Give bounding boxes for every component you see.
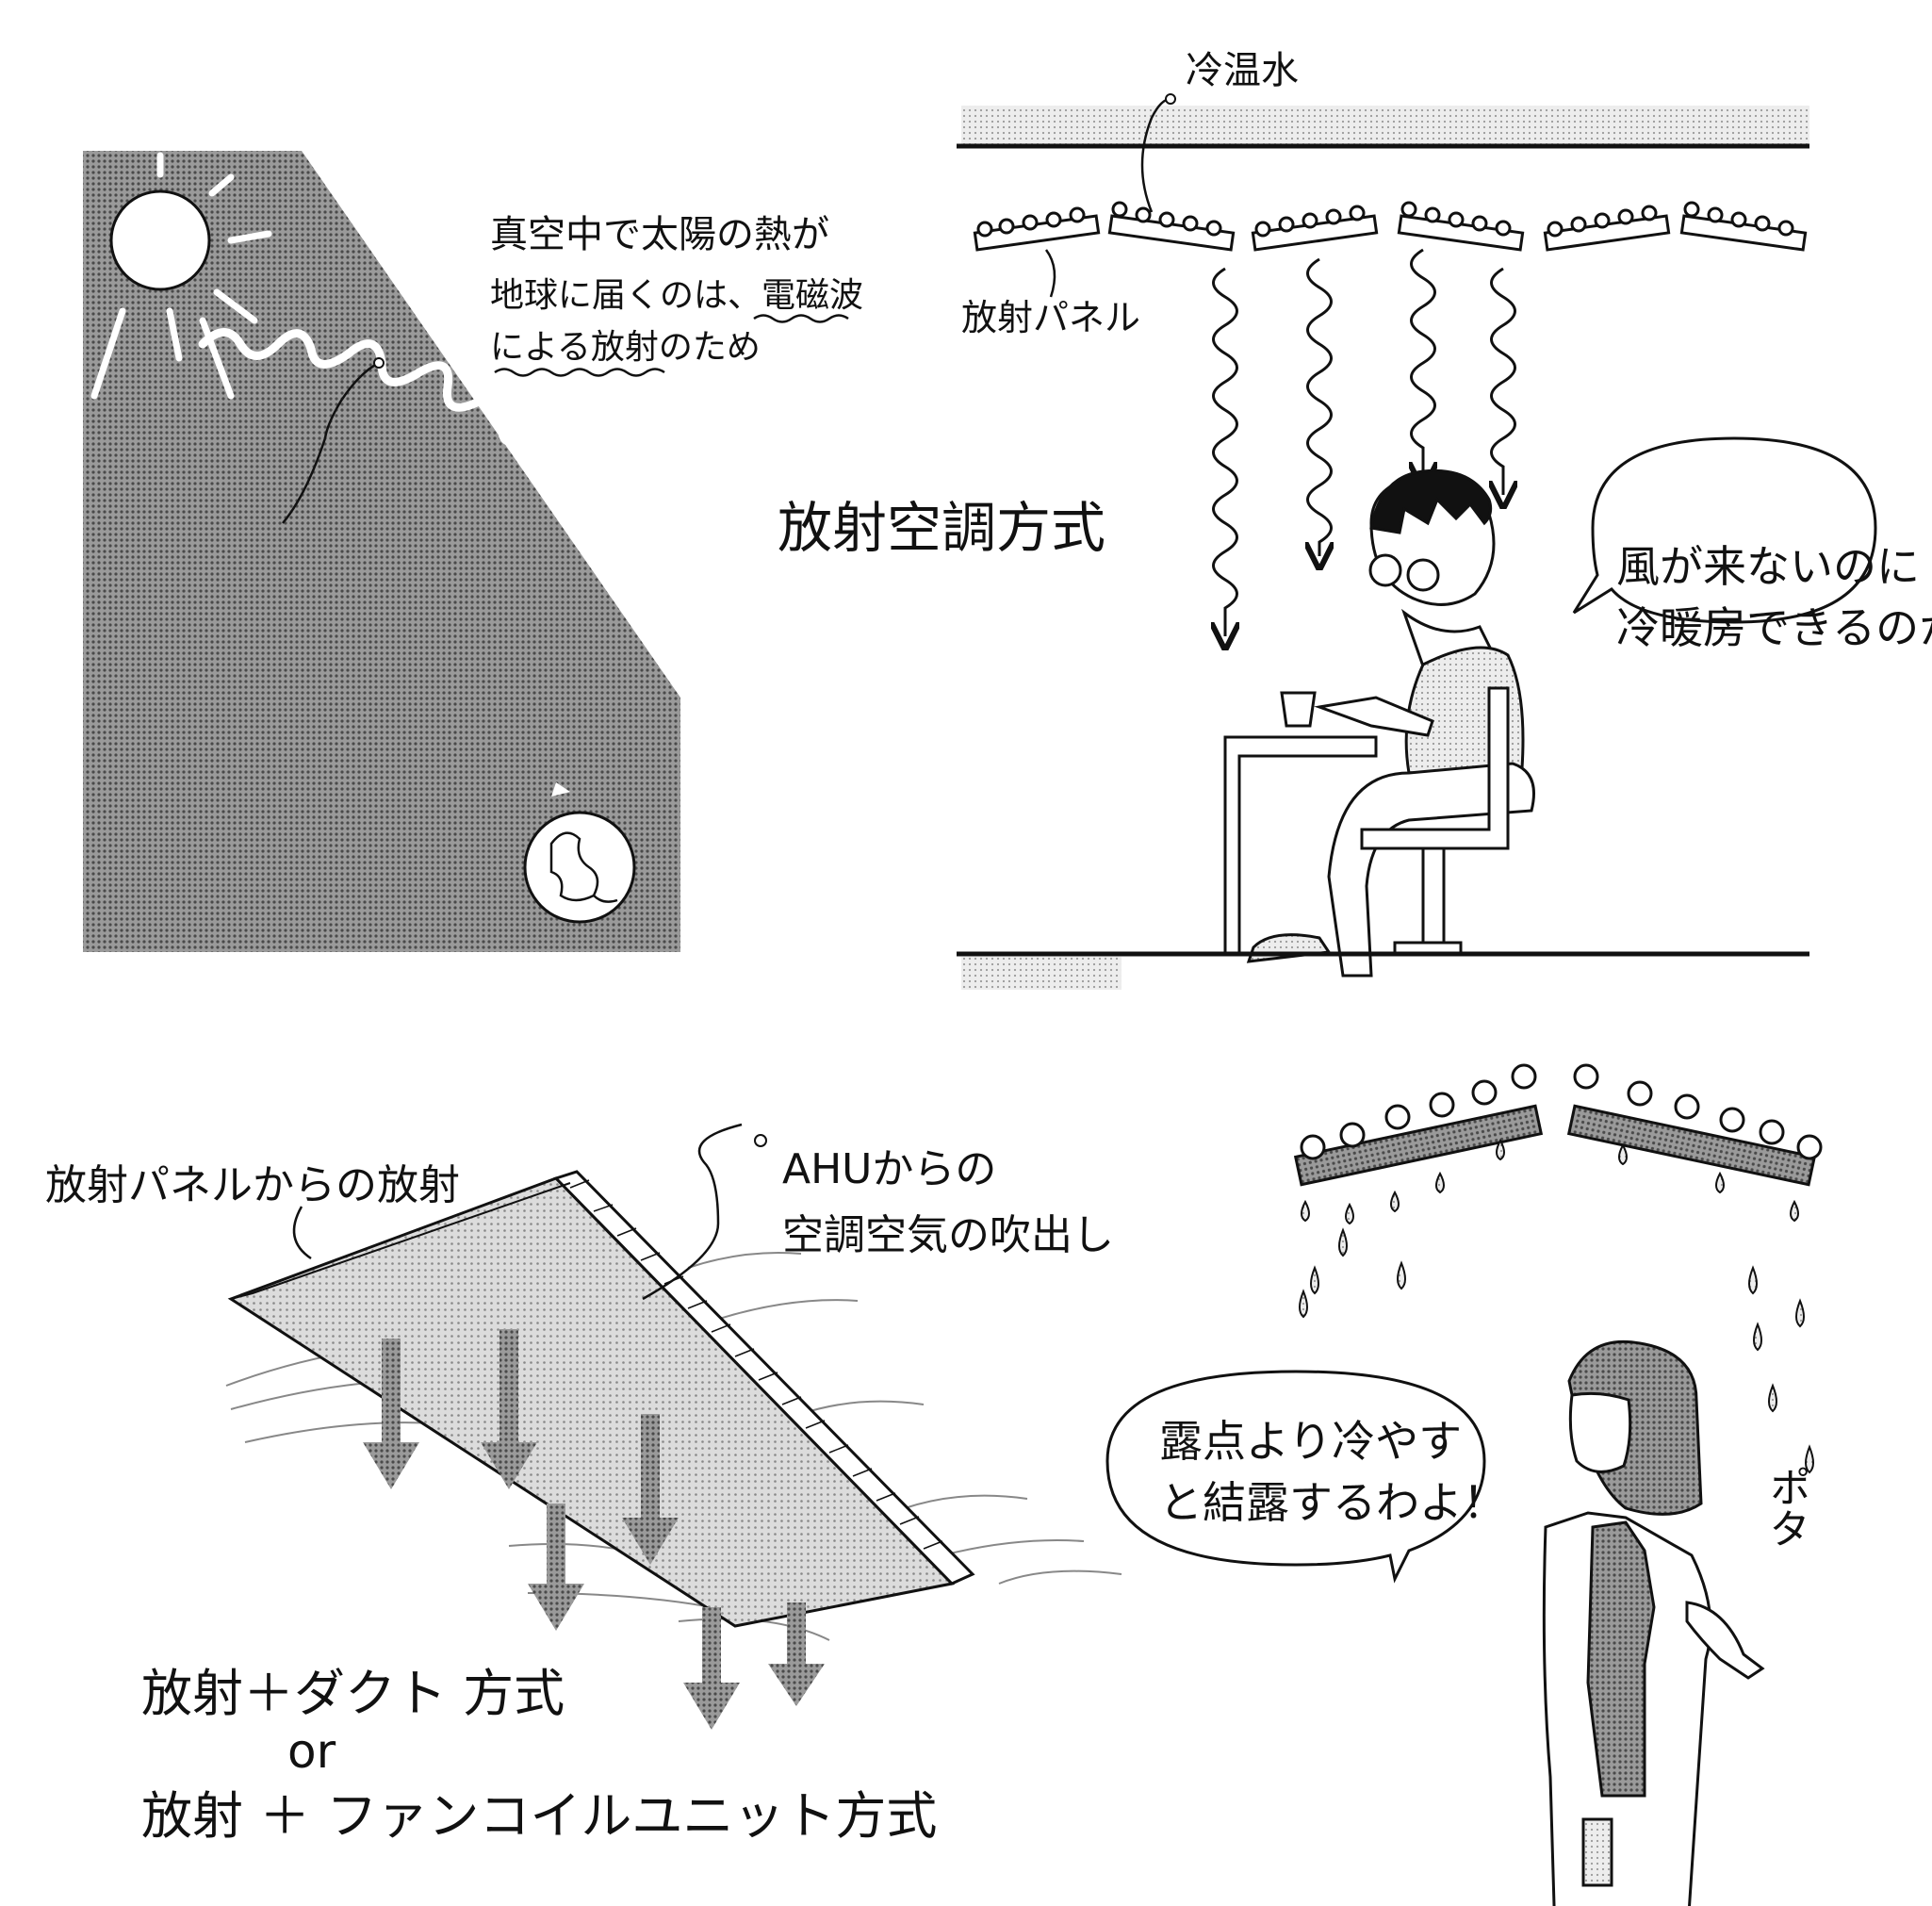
woman-speech-line1: 露点より冷やす xyxy=(1159,1416,1462,1467)
woman-engineer xyxy=(1542,1339,1765,1906)
dripping-panels xyxy=(1293,1063,1823,1187)
radiation-wave xyxy=(198,328,676,617)
radiant-waves xyxy=(1214,248,1515,636)
man-speech-bubble xyxy=(1572,436,1877,624)
sun-caption-line2: 地球に届くのは、電磁波 xyxy=(490,276,863,315)
sun-rays xyxy=(90,152,272,400)
floor-slab xyxy=(961,957,1122,990)
sun-icon xyxy=(109,189,211,291)
radiant-system-label: 放射空調方式 xyxy=(778,496,1105,560)
woman-speech-bubble xyxy=(1105,1370,1486,1584)
radiation-arrows xyxy=(363,1329,825,1730)
radiant-panel-label: 放射パネル xyxy=(961,297,1140,338)
method-or: or xyxy=(287,1724,336,1779)
woman-speech-line2: と結露するわよ！ xyxy=(1159,1477,1506,1528)
condensation-panel: ポタ 露点より冷やす と結露するわよ！ xyxy=(1105,1063,1823,1906)
wavy-underline-radiation xyxy=(494,368,665,377)
radiant-room-panel: 冷温水 放射パネル 放射空調方式 xyxy=(778,49,1932,990)
space-background xyxy=(83,151,680,952)
ceiling-slab xyxy=(961,106,1809,145)
radiant-panels xyxy=(973,201,1808,252)
chair xyxy=(1360,686,1510,956)
wavy-underline-electromagnetic xyxy=(753,314,849,323)
sun-caption-line3: による放射のため xyxy=(490,328,761,367)
panel-duct-panel: 放射パネルからの放射 AHUからの 空調空気の吹出し 放射＋ダクト 方式 or … xyxy=(45,1123,1122,1846)
man-speech-line2: 冷暖房できるのか xyxy=(1616,602,1932,653)
sun-caption-line1: 真空中で太陽の熱が xyxy=(490,213,829,256)
method-line2: 放射 ＋ ファンコイルユニット方式 xyxy=(141,1786,937,1846)
panel-radiation-label: 放射パネルからの放射 xyxy=(45,1161,460,1209)
water-drops xyxy=(1299,1138,1814,1474)
ahu-label-line2: 空調空気の吹出し xyxy=(782,1211,1114,1259)
ahu-label-line1: AHUからの xyxy=(782,1145,996,1193)
man-speech-line1: 風が来ないのに xyxy=(1616,541,1920,592)
cold-hot-water-label: 冷温水 xyxy=(1186,49,1299,92)
method-line1: 放射＋ダクト 方式 xyxy=(141,1664,565,1723)
sun-earth-panel: 真空中で太陽の熱が 地球に届くのは、電磁波 による放射のため xyxy=(83,151,863,952)
drip-sound-effect: ポタ xyxy=(1762,1466,1810,1549)
